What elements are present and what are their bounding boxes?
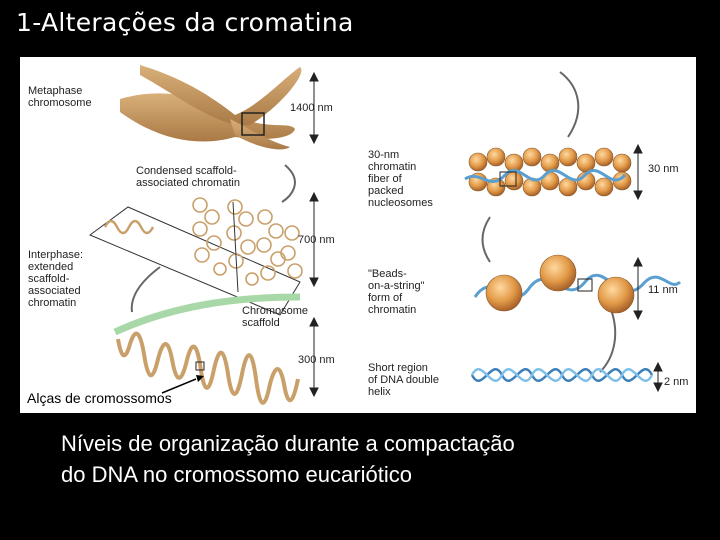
measure-1400nm: 1400 nm [290,102,333,114]
label-condensed-chromatin: Condensed scaffold- associated chromatin [136,165,240,189]
label-metaphase-chromosome: Metaphase chromosome [28,85,92,109]
dimension-bars-right [634,145,662,391]
diagram-graphics [20,57,696,413]
label-interphase-chromatin: Interphase: extended scaffold- associate… [28,249,83,309]
annotation-chromosome-loops: Alças de cromossomos [27,390,172,406]
metaphase-chromosome [120,65,301,149]
slide-caption: Níveis de organização durante a compacta… [61,428,515,490]
label-30nm-fiber: 30-nm chromatin fiber of packed nucleoso… [368,149,433,209]
fiber-30nm [465,148,631,196]
measure-300nm: 300 nm [298,354,335,366]
measure-30nm: 30 nm [648,163,679,175]
slide-title: 1-Alterações da cromatina [16,8,354,37]
label-chromosome-scaffold: Chromosome scaffold [242,305,308,329]
label-beads-on-string: "Beads- on-a-string" form of chromatin [368,268,424,316]
measure-11nm: 11 nm [648,284,678,296]
dna-double-helix [472,369,652,381]
measure-700nm: 700 nm [298,234,335,246]
measure-2nm: 2 nm [664,376,688,388]
chromatin-diagram: Metaphase chromosome Condensed scaffold-… [20,57,696,413]
label-dna-helix: Short region of DNA double helix [368,362,439,398]
